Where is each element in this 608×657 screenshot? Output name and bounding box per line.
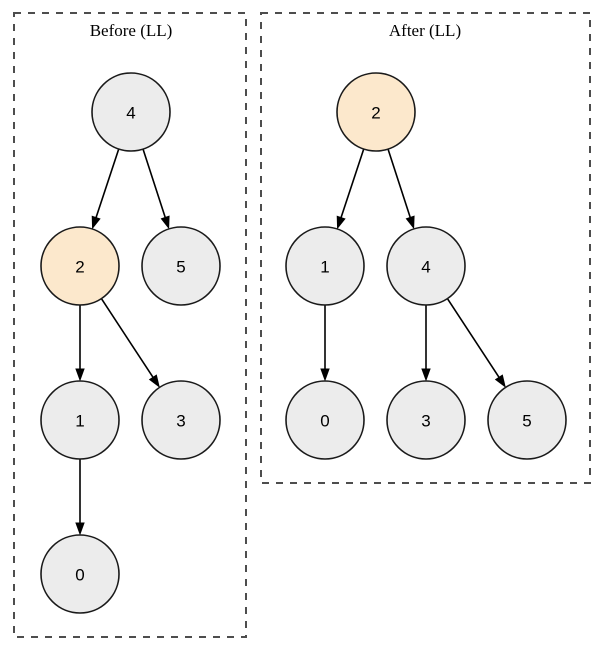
edge-arrowhead-icon [494,374,506,388]
node-label: 1 [75,412,84,431]
edge-arrowhead-icon [75,522,85,536]
cluster-title-after: After (LL) [389,21,461,40]
edge-b2-to-b1 [75,305,85,382]
graph-node-a5[interactable]: 5 [487,380,567,460]
cluster-border-after [260,12,591,484]
node-label: 2 [371,104,380,123]
clusters-layer: Before (LL) After (LL) [13,12,591,638]
edges-layer [75,148,506,536]
edge-b2-to-b3 [100,298,160,388]
node-circle[interactable] [91,72,171,152]
graph-node-a2[interactable]: 2 [336,72,416,152]
edge-arrowhead-icon [336,215,346,230]
nodes-layer: 4 2 5 1 3 0 2 1 4 0 3 5 [40,72,567,614]
edge-b1-to-b0 [75,459,85,536]
graph-node-a1[interactable]: 1 [285,226,365,306]
cluster-after: After (LL) [260,12,591,484]
node-circle-highlighted[interactable] [336,72,416,152]
graph-node-a3[interactable]: 3 [386,380,466,460]
edge-line [100,298,154,378]
edge-line [142,148,167,218]
cluster-title-before: Before (LL) [90,21,173,40]
graph-node-b4[interactable]: 4 [91,72,171,152]
node-circle-highlighted[interactable] [40,226,120,306]
node-label: 0 [75,566,84,585]
edge-arrowhead-icon [405,215,415,230]
node-label: 3 [421,412,430,431]
node-label: 4 [126,104,135,123]
graph-node-b1[interactable]: 1 [40,380,120,460]
node-circle[interactable] [386,226,466,306]
edge-line [387,148,412,218]
graph-node-b0[interactable]: 0 [40,534,120,614]
node-circle[interactable] [40,534,120,614]
edge-a4-to-a5 [446,298,506,388]
node-circle[interactable] [285,380,365,460]
edge-arrowhead-icon [320,368,330,382]
node-label: 4 [421,258,430,277]
edge-arrowhead-icon [148,374,160,388]
node-label: 5 [522,412,531,431]
node-circle[interactable] [285,226,365,306]
edge-a4-to-a3 [421,305,431,382]
edge-line [340,148,365,218]
edge-line [95,148,120,218]
edge-arrowhead-icon [160,215,170,230]
graph-node-a0[interactable]: 0 [285,380,365,460]
node-circle[interactable] [386,380,466,460]
graph-node-a4[interactable]: 4 [386,226,466,306]
edge-arrowhead-icon [421,368,431,382]
edge-b4-to-b2 [91,148,120,230]
node-label: 5 [176,258,185,277]
edge-arrowhead-icon [75,368,85,382]
node-circle[interactable] [141,380,221,460]
cluster-before: Before (LL) [13,12,247,638]
edge-a2-to-a4 [387,148,415,230]
edge-a1-to-a0 [320,305,330,382]
graph-node-b5[interactable]: 5 [141,226,221,306]
node-circle[interactable] [40,380,120,460]
edge-a2-to-a1 [336,148,365,230]
node-label: 1 [320,258,329,277]
node-circle[interactable] [141,226,221,306]
node-circle[interactable] [487,380,567,460]
cluster-border-before [13,12,247,638]
node-label: 2 [75,258,84,277]
graph-node-b3[interactable]: 3 [141,380,221,460]
node-label: 3 [176,412,185,431]
edge-b4-to-b5 [142,148,170,230]
graph-node-b2[interactable]: 2 [40,226,120,306]
node-label: 0 [320,412,329,431]
edge-line [446,298,500,378]
edge-arrowhead-icon [91,215,101,230]
